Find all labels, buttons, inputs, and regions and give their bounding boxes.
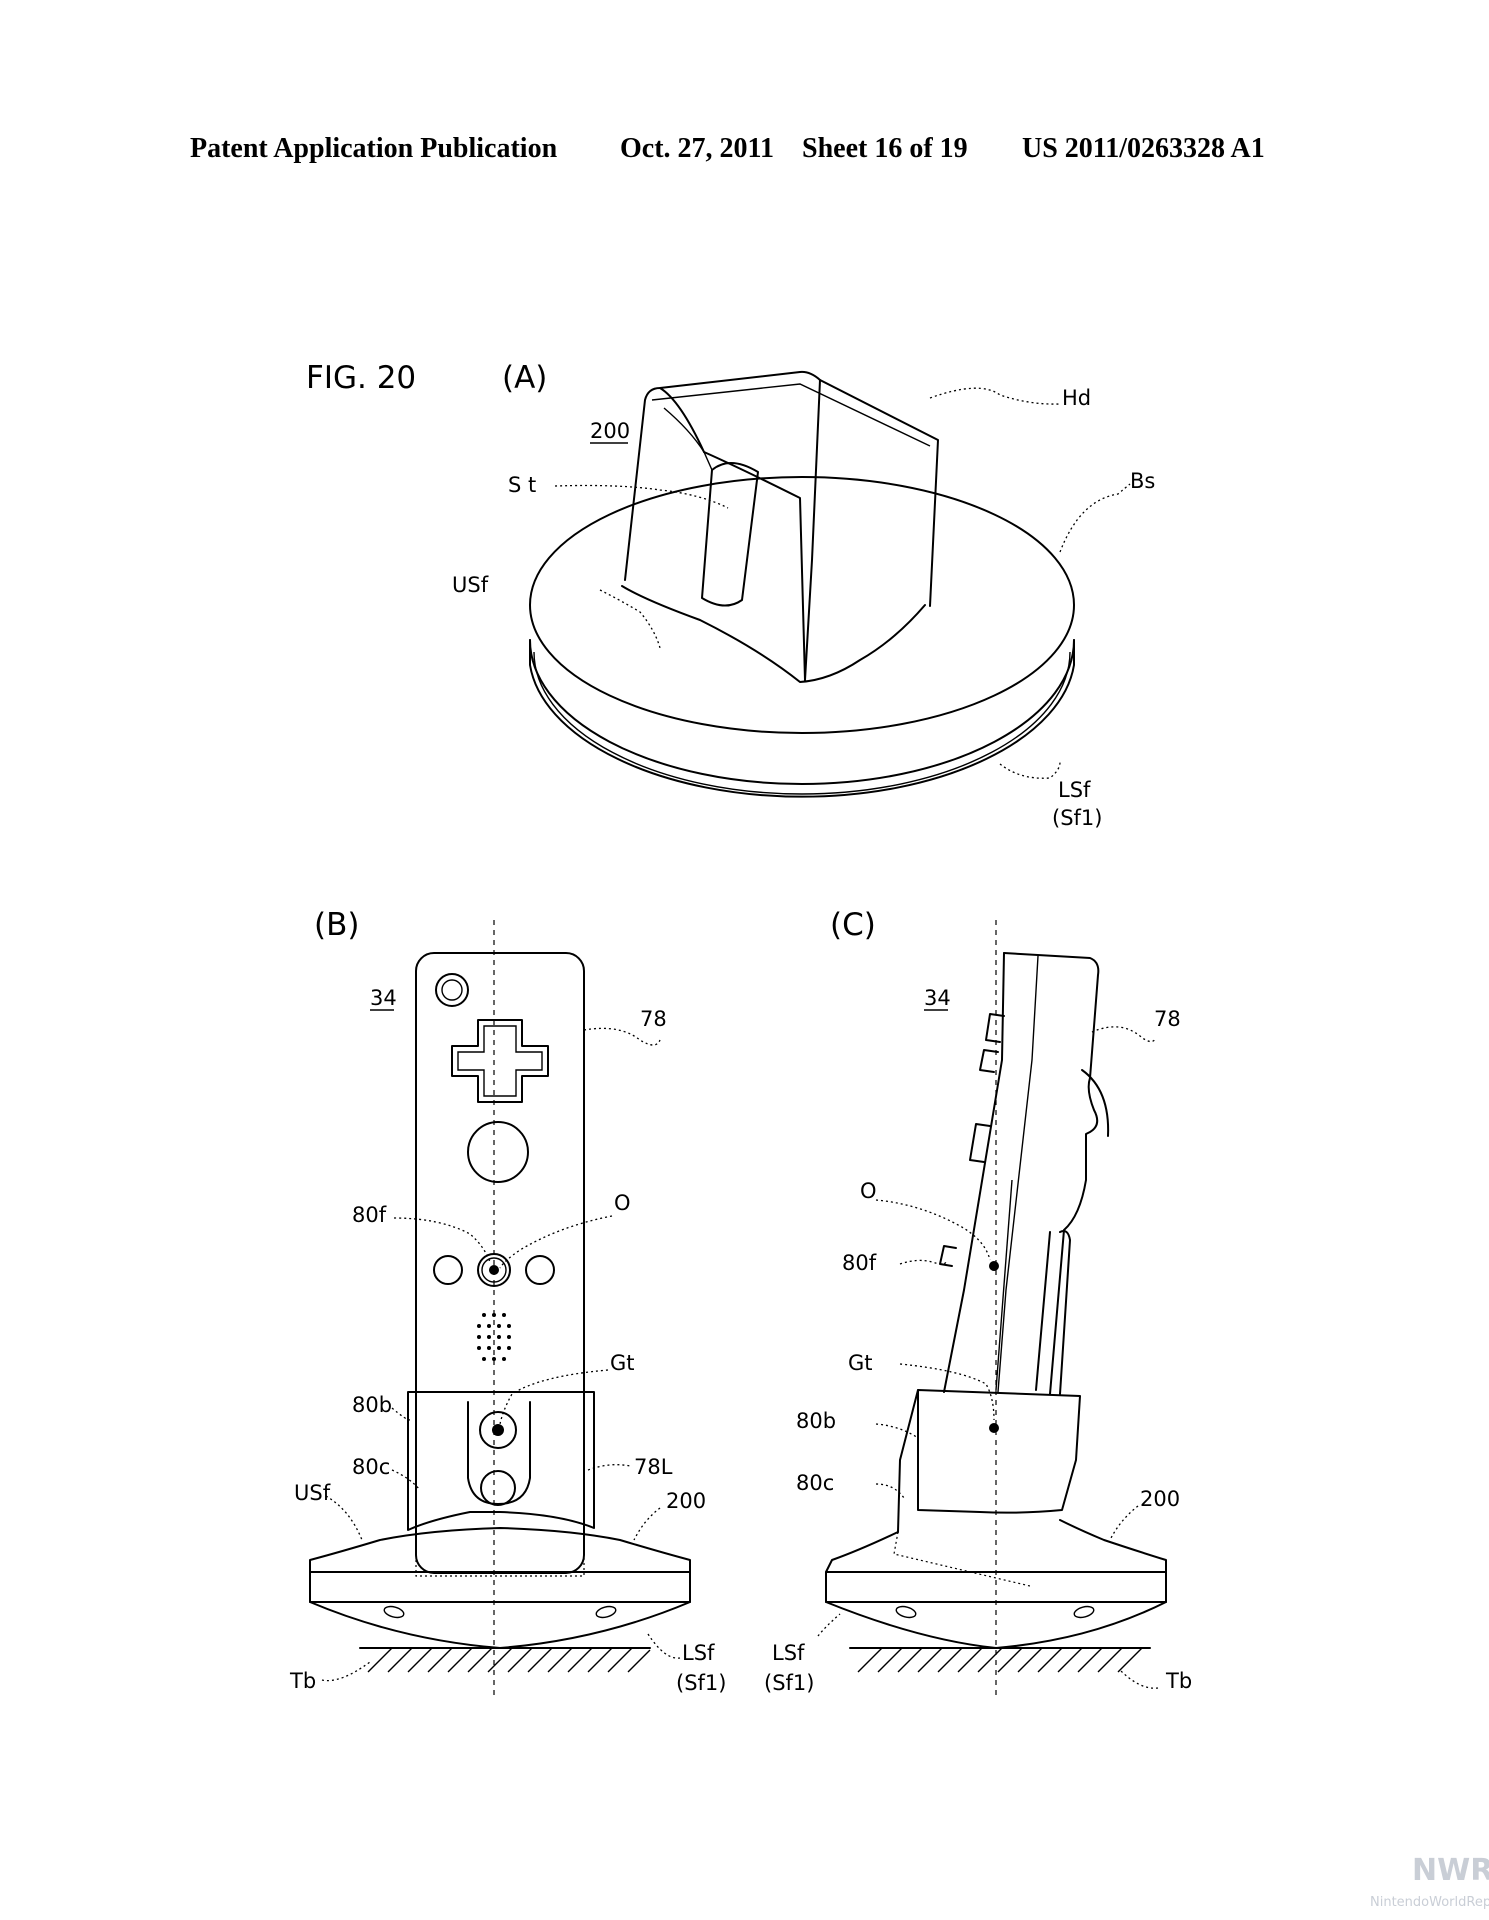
label-tb-b: Tb bbox=[289, 1669, 316, 1693]
ref-34-c: 34 bbox=[924, 986, 951, 1010]
label-78-c: 78 bbox=[1154, 1007, 1181, 1031]
panel-a-caption: (A) bbox=[502, 360, 547, 396]
label-80c-c: 80c bbox=[796, 1471, 834, 1495]
label-80c-b: 80c bbox=[352, 1455, 390, 1479]
figure-title: FIG. 20 bbox=[306, 360, 416, 396]
label-st: S t bbox=[508, 473, 536, 497]
label-tb-c: Tb bbox=[1165, 1669, 1192, 1693]
panel-a: (A) 20 bbox=[452, 360, 1155, 830]
label-200-b: 200 bbox=[666, 1489, 706, 1513]
label-lsf: LSf bbox=[1058, 778, 1091, 802]
controller-front-drawing bbox=[309, 920, 691, 1700]
stand-perspective-drawing bbox=[529, 370, 1075, 798]
label-o-c: O bbox=[860, 1179, 877, 1203]
label-78-b: 78 bbox=[640, 1007, 667, 1031]
watermark: NWR NintendoWorldReport.com bbox=[1370, 1853, 1489, 1910]
ref-34-b: 34 bbox=[370, 986, 397, 1010]
label-gt-c: Gt bbox=[848, 1351, 873, 1375]
page-header: Patent Application Publication Oct. 27, … bbox=[190, 133, 1265, 164]
sheet-number: Sheet 16 of 19 bbox=[802, 133, 968, 164]
label-200-c: 200 bbox=[1140, 1487, 1180, 1511]
watermark-logo: NWR bbox=[1412, 1853, 1489, 1888]
panel-c-caption: (C) bbox=[830, 907, 876, 943]
publication-number: US 2011/0263328 A1 bbox=[1022, 133, 1265, 164]
panel-b: (B) 34 bbox=[289, 907, 726, 1700]
label-80f-b: 80f bbox=[352, 1203, 387, 1227]
label-sf1: (Sf1) bbox=[1052, 806, 1102, 830]
watermark-site: NintendoWorldReport.com bbox=[1370, 1895, 1489, 1910]
label-gt-b: Gt bbox=[610, 1351, 635, 1375]
publication-date: Oct. 27, 2011 bbox=[620, 133, 774, 164]
publication-label: Patent Application Publication bbox=[190, 133, 558, 164]
label-hd: Hd bbox=[1062, 386, 1091, 410]
label-sf1-c: (Sf1) bbox=[764, 1671, 814, 1695]
label-bs: Bs bbox=[1130, 469, 1155, 493]
label-80f-c: 80f bbox=[842, 1251, 877, 1275]
panel-c: (C) 34 bbox=[764, 907, 1192, 1700]
label-78l-b: 78L bbox=[634, 1455, 673, 1479]
label-o-b: O bbox=[614, 1191, 631, 1215]
label-lsf-b: LSf bbox=[682, 1641, 715, 1665]
label-80b-c: 80b bbox=[796, 1409, 836, 1433]
panel-b-caption: (B) bbox=[314, 907, 359, 943]
controller-side-drawing bbox=[825, 920, 1167, 1700]
label-lsf-c: LSf bbox=[772, 1641, 805, 1665]
label-usf-b: USf bbox=[294, 1481, 331, 1505]
label-sf1-b: (Sf1) bbox=[676, 1671, 726, 1695]
ref-200: 200 bbox=[590, 419, 630, 443]
label-usf: USf bbox=[452, 573, 489, 597]
label-80b-b: 80b bbox=[352, 1393, 392, 1417]
